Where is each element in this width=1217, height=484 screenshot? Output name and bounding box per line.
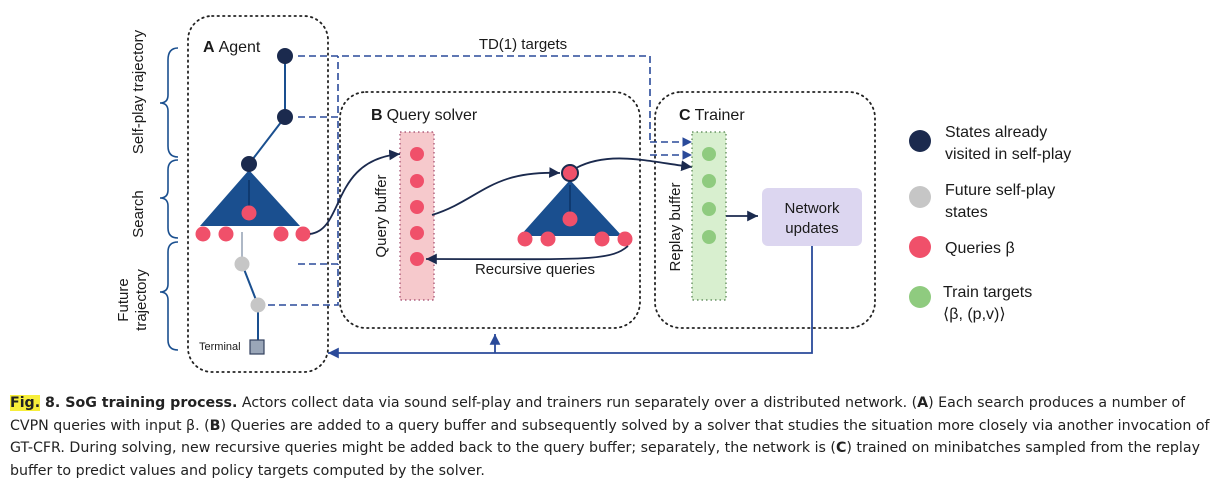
buffer-to-solver-arrow xyxy=(431,167,561,216)
legend-visited-line1: States already xyxy=(945,124,1047,141)
agent-panel xyxy=(187,15,329,373)
training-process-diagram: Self-play trajectory Search Future traje… xyxy=(115,15,1071,373)
agent-query-node xyxy=(295,226,311,242)
query-buffer-item xyxy=(410,226,424,240)
caption-text-3: ) Queries are added to a query buffer an… xyxy=(10,417,1210,457)
network-updates-line1: Network xyxy=(784,200,840,217)
agent-search-root-node xyxy=(241,156,257,172)
query-buffer-item xyxy=(410,174,424,188)
query-solver-panel xyxy=(339,91,641,329)
legend-swatch-queries xyxy=(909,236,931,258)
legend-swatch-future xyxy=(909,186,931,208)
query-buffer-item xyxy=(410,200,424,214)
agent-title-text: Agent xyxy=(219,39,261,56)
solver-query-node xyxy=(517,231,533,247)
replay-buffer-item xyxy=(702,230,716,244)
replay-buffer-label: Replay buffer xyxy=(667,183,684,272)
agent-future-node xyxy=(234,256,250,272)
trainer-title-text: Trainer xyxy=(695,107,746,124)
agent-root-node xyxy=(277,48,293,64)
caption-fig-label: Fig. xyxy=(10,395,41,411)
terminal-label: Terminal xyxy=(199,341,241,353)
solver-query-node xyxy=(562,211,578,227)
agent-future-node xyxy=(250,297,266,313)
network-updates-line2: updates xyxy=(785,220,838,237)
solver-to-replay-arrow xyxy=(575,157,693,172)
queries-to-buffer-arrow xyxy=(309,149,401,235)
trainer-panel xyxy=(654,91,876,329)
terminal-node xyxy=(249,339,265,355)
query-buffer-item xyxy=(410,147,424,161)
solver-query-node xyxy=(617,231,633,247)
caption-ref-c: C xyxy=(835,440,847,456)
td-targets-connectors xyxy=(268,55,692,306)
query-title-text: Query solver xyxy=(387,107,478,124)
td-targets-label: TD(1) targets xyxy=(479,36,567,53)
caption-ref-a: A xyxy=(917,395,929,411)
query-buffer-label: Query buffer xyxy=(373,174,390,257)
replay-buffer-item xyxy=(702,147,716,161)
caption-title: SoG training process. xyxy=(60,395,238,411)
legend-swatch-visited xyxy=(909,130,931,152)
network-updates-box xyxy=(762,188,862,246)
trainer-letter: C xyxy=(679,107,691,124)
caption-ref-b: B xyxy=(209,417,221,434)
query-letter: B xyxy=(371,107,383,124)
side-label-future-2: trajectory xyxy=(133,269,150,331)
recursive-queries-arrow xyxy=(425,245,629,265)
side-braces xyxy=(159,47,179,351)
legend-queries-line1: Queries β xyxy=(945,240,1015,257)
replay-buffer-item xyxy=(702,174,716,188)
legend-future-line2: states xyxy=(945,204,988,221)
query-buffer-item xyxy=(410,252,424,266)
agent-query-node xyxy=(218,226,234,242)
agent-query-node xyxy=(195,226,211,242)
agent-query-node xyxy=(273,226,289,242)
side-label-self-play: Self-play trajectory xyxy=(130,29,147,154)
solver-query-node xyxy=(540,231,556,247)
brace-self-play xyxy=(159,47,179,158)
figure-caption: Fig. 8. SoG training process. Actors col… xyxy=(10,392,1210,482)
legend-visited-line2: visited in self-play xyxy=(945,146,1071,163)
legend-train-line2: ⟨β, (p,v)⟩ xyxy=(943,306,1006,323)
caption-text-4: ) trained on minibatches sampled from th… xyxy=(10,440,1200,479)
legend-swatch-train xyxy=(909,286,931,308)
caption-text-2: ) Each search produces a number of CVPN … xyxy=(10,395,1186,434)
brace-future xyxy=(159,241,179,351)
agent-query-node xyxy=(241,205,257,221)
caption-fig-number: 8. xyxy=(40,395,61,411)
solver-query-node xyxy=(594,231,610,247)
network-feedback-line xyxy=(328,246,813,359)
replay-buffer-item xyxy=(702,202,716,216)
side-label-future-1: Future xyxy=(115,278,132,321)
caption-text-1: Actors collect data via sound self-play … xyxy=(237,395,918,411)
legend-future-line1: Future self-play xyxy=(945,182,1055,199)
agent-state-node xyxy=(277,109,293,125)
legend-train-line1: Train targets xyxy=(943,284,1032,301)
solver-root-node xyxy=(561,164,579,182)
brace-search xyxy=(159,159,179,239)
recursive-queries-label: Recursive queries xyxy=(475,261,595,278)
side-label-search: Search xyxy=(130,190,147,238)
legend: States already visited in self-play Futu… xyxy=(909,124,1071,323)
agent-letter: A xyxy=(203,39,215,56)
